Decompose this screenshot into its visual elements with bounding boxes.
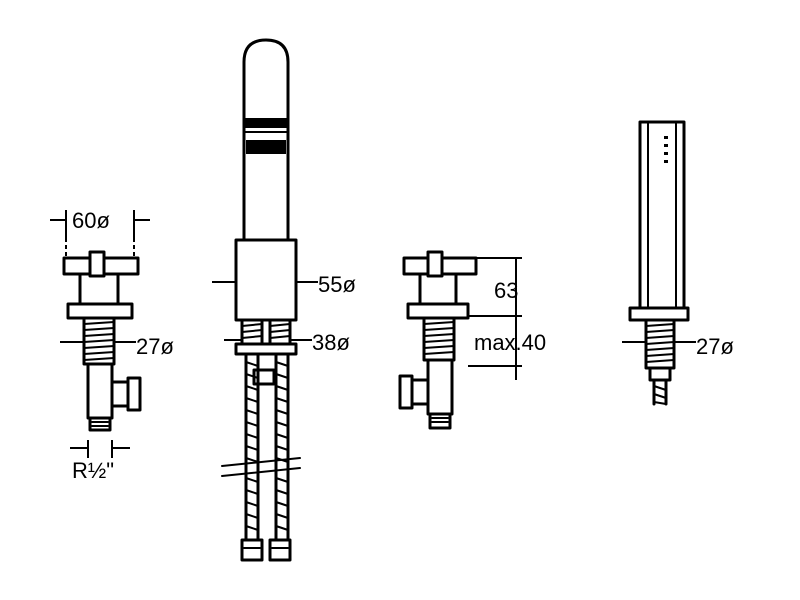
dim-label-thread-right: 27ø bbox=[696, 334, 734, 359]
right-angle-valve bbox=[426, 358, 454, 416]
hand-shower-edges bbox=[647, 121, 677, 309]
spout-aerator bbox=[246, 140, 286, 154]
hand-shower-flange bbox=[628, 306, 690, 322]
dim-label-connection-thread: R½" bbox=[72, 458, 114, 483]
hose-fitting-right bbox=[268, 538, 292, 562]
left-angle-valve bbox=[86, 362, 114, 420]
dim-lines-r-half bbox=[70, 440, 130, 458]
left-valve-flange bbox=[66, 302, 134, 320]
dim-lines-60 bbox=[50, 210, 150, 238]
dim-label-spout-diameter: 55ø bbox=[318, 272, 356, 297]
left-connection-tail bbox=[88, 416, 112, 432]
hose-break-lines bbox=[221, 457, 301, 477]
center-spout: 55ø 38ø bbox=[212, 38, 356, 562]
hand-shower-hose bbox=[652, 378, 668, 406]
left-valve: 60ø 27ø R½" bbox=[50, 208, 174, 483]
right-handle-hub bbox=[426, 250, 444, 278]
right-valve-flange bbox=[406, 302, 470, 320]
dim-label-max-deck-thickness: max.40 bbox=[474, 330, 546, 355]
hose-fitting-left bbox=[240, 538, 264, 562]
hand-shower-nut bbox=[648, 366, 672, 382]
spout-ring-top bbox=[244, 118, 288, 128]
dim-lines-max40 bbox=[468, 315, 522, 380]
left-handle-hub bbox=[88, 250, 106, 278]
hand-shower-body bbox=[638, 120, 686, 310]
dim-label-handle-diameter: 60ø bbox=[72, 208, 110, 233]
hand-shower: 27ø bbox=[622, 120, 734, 406]
dim-label-valve-height: 63 bbox=[494, 278, 518, 303]
dim-label-thread-center: 38ø bbox=[312, 330, 350, 355]
left-outlet-nut bbox=[126, 376, 142, 412]
spout-tube bbox=[242, 38, 290, 242]
dim-label-thread-left: 27ø bbox=[136, 334, 174, 359]
right-outlet-nut bbox=[398, 374, 414, 410]
spout-flange bbox=[234, 342, 298, 356]
left-valve-body bbox=[78, 272, 120, 308]
right-valve: 63 max.40 bbox=[398, 250, 546, 430]
right-valve-body bbox=[418, 272, 458, 306]
spout-base bbox=[234, 238, 298, 322]
